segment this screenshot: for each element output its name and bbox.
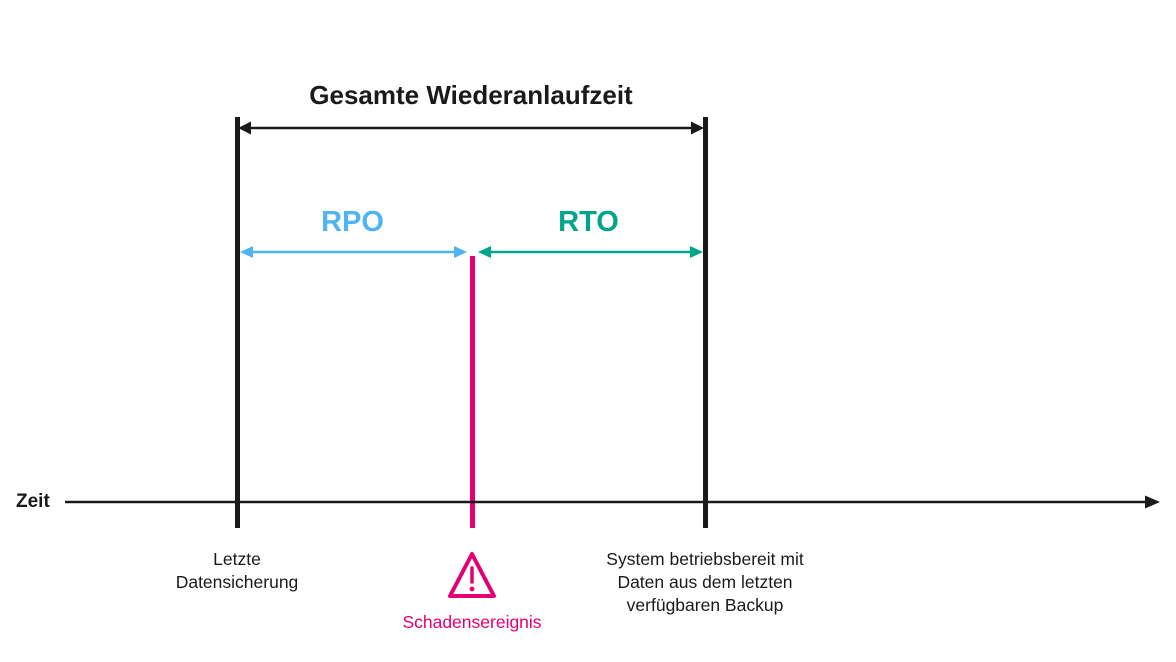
- rpo-label: RPO: [321, 206, 384, 238]
- time-axis-label: Zeit: [16, 491, 50, 512]
- rpo-arrowhead-right-icon: [454, 246, 467, 258]
- rto-arrow: [478, 246, 703, 258]
- time-axis-arrowhead-icon: [1145, 495, 1160, 509]
- total-recovery-arrow: [238, 121, 704, 135]
- restored-marker-label: System betriebsbereit mit Daten aus dem …: [606, 549, 804, 615]
- rto-arrowhead-right-icon: [690, 246, 703, 258]
- backup-marker-label: Letzte Datensicherung: [175, 549, 299, 592]
- warning-triangle-icon: [448, 552, 496, 598]
- time-axis: [65, 495, 1160, 509]
- rpo-arrowhead-left-icon: [240, 246, 253, 258]
- arrowhead-left-icon: [238, 121, 251, 135]
- diagram-title: Gesamte Wiederanlaufzeit: [309, 80, 633, 110]
- rto-label: RTO: [558, 206, 619, 238]
- rto-arrowhead-left-icon: [478, 246, 491, 258]
- arrowhead-right-icon: [691, 121, 704, 135]
- incident-label: Schadensereignis: [402, 612, 542, 632]
- rpo-arrow: [240, 246, 467, 258]
